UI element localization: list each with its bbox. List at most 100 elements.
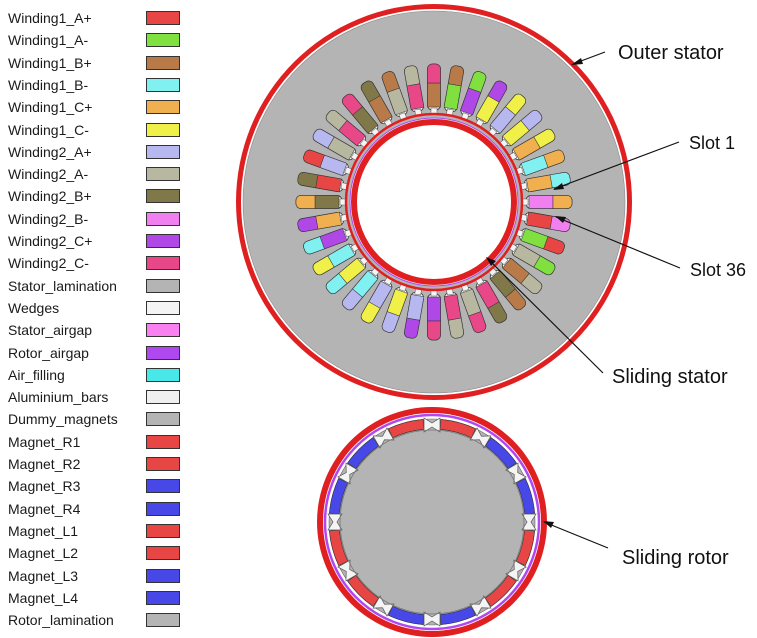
rotor-bar [505, 559, 527, 582]
legend-item-label: Magnet_L2 [8, 545, 79, 562]
stator-slot-outer-coil [533, 128, 556, 149]
legend-item-label: Magnet_L3 [8, 567, 79, 584]
sliding-stator-ring [351, 119, 517, 285]
legend-color-swatch [146, 479, 180, 494]
rotor-bar-shape [337, 462, 359, 485]
stator-slot [499, 255, 543, 295]
legend-item-label: Magnet_L4 [8, 589, 79, 606]
stator-slot [297, 172, 349, 193]
stator-slot [381, 71, 408, 121]
legend-item: Magnet_R1 [0, 432, 190, 454]
legend-item: Winding1_B- [0, 75, 190, 97]
sliding-stator-label: Sliding stator [612, 366, 728, 388]
stator-slot-outer-coil [505, 288, 526, 311]
legend-item: Magnet_R3 [0, 476, 190, 498]
stator-slot [297, 211, 349, 232]
legend-item: Winding1_A+ [0, 8, 190, 30]
legend-item: Winding2_B+ [0, 186, 190, 208]
stator-slot [443, 287, 464, 339]
stator-slot-outer-coil [468, 71, 487, 93]
legend-item: Rotor_lamination [0, 610, 190, 632]
legend-item: Winding2_B- [0, 209, 190, 231]
legend-color-swatch [146, 211, 180, 226]
legend-item: Winding2_A+ [0, 142, 190, 164]
legend-item-label: Aluminium_bars [8, 389, 109, 406]
stator-slot [404, 65, 425, 117]
rotor-bar [469, 595, 492, 617]
stator-slot-outer-coil [447, 65, 464, 87]
stator-slot-outer-coil [342, 288, 363, 311]
slot-1-arrowhead [553, 183, 564, 190]
legend-item: Winding1_A- [0, 30, 190, 52]
legend-item-label: Winding1_A- [8, 32, 89, 49]
outer-stator-drawing [236, 4, 632, 400]
stator-slot-outer-coil [295, 195, 316, 209]
legend-item: Magnet_L1 [0, 521, 190, 543]
legend-item-label: Magnet_R3 [8, 478, 81, 495]
legend-item-label: Winding1_C+ [8, 99, 93, 116]
stator-slot [499, 109, 543, 149]
legend-color-swatch [146, 256, 180, 271]
sliding-stator-leader [486, 257, 604, 374]
legend-color-swatch [146, 33, 180, 48]
legend-item-label: Stator_airgap [8, 322, 93, 339]
legend-item-label: Winding1_B- [8, 76, 89, 93]
stator-slot-outer-coil [427, 320, 441, 341]
stator-slot [295, 195, 347, 209]
legend: Winding1_A+Winding1_A-Winding1_B+Winding… [0, 0, 190, 638]
stator-slot [341, 93, 381, 137]
legend-color-swatch [146, 546, 180, 561]
legend-color-swatch [146, 434, 180, 449]
stator-slot [460, 283, 487, 333]
stator-slot-outer-coil [549, 172, 571, 189]
stator-slot [460, 71, 487, 121]
stator-slot-outer-coil [303, 149, 325, 168]
legend-color-swatch [146, 412, 180, 427]
stator-slot [515, 149, 565, 176]
rotor-lamination [328, 418, 536, 626]
rotor-bar-shape [469, 595, 492, 617]
legend-color-swatch [146, 590, 180, 605]
legend-item-label: Magnet_L1 [8, 522, 79, 539]
stator-slot-outer-coil [468, 311, 487, 333]
rotor-bar-shape [327, 513, 343, 531]
legend-item-label: Dummy_magnets [8, 411, 118, 428]
legend-item: Winding1_C- [0, 120, 190, 142]
stator-slot [325, 255, 369, 295]
legend-color-swatch [146, 323, 180, 338]
stator-slot [427, 289, 441, 341]
stator-slot [303, 228, 353, 255]
rotor-bar [337, 462, 359, 485]
stator-slot-outer-coil [427, 63, 441, 84]
legend-color-swatch [146, 523, 180, 538]
legend-color-swatch [146, 77, 180, 92]
legend-item: Winding1_C+ [0, 97, 190, 119]
legend-item: Wedges [0, 298, 190, 320]
legend-item-label: Rotor_lamination [8, 612, 114, 629]
stator-slot-outer-coil [325, 273, 348, 294]
rotor-bar-shape [423, 417, 441, 433]
legend-item: Dummy_magnets [0, 409, 190, 431]
rotor-bar [372, 595, 395, 617]
legend-item-label: Winding2_B+ [8, 188, 92, 205]
legend-item-label: Magnet_R4 [8, 500, 81, 517]
stator-slot-inner-coil [528, 195, 554, 209]
legend-item-label: Winding2_C+ [8, 233, 93, 249]
sliding-rotor-leader [543, 521, 609, 549]
sliding-stator-arrowhead [486, 257, 496, 266]
legend-item-label: Winding2_C- [8, 255, 89, 272]
legend-item: Air_filling [0, 365, 190, 387]
stator-slot-outer-coil [505, 93, 526, 116]
legend-item: Rotor_airgap [0, 343, 190, 365]
stator-slot-outer-coil [552, 195, 573, 209]
outer-stator-arrowhead [571, 58, 583, 65]
stator-slot [475, 80, 508, 128]
rotor-bar [521, 513, 537, 531]
stator-slot [515, 228, 565, 255]
stator-slot-inner-coil [314, 195, 340, 209]
legend-color-swatch [146, 367, 180, 382]
stator-slot-outer-coil [549, 215, 571, 232]
stator-slot-outer-coil [520, 110, 543, 131]
legend-item: Magnet_R4 [0, 499, 190, 521]
legend-item-label: Winding1_A+ [8, 10, 92, 26]
